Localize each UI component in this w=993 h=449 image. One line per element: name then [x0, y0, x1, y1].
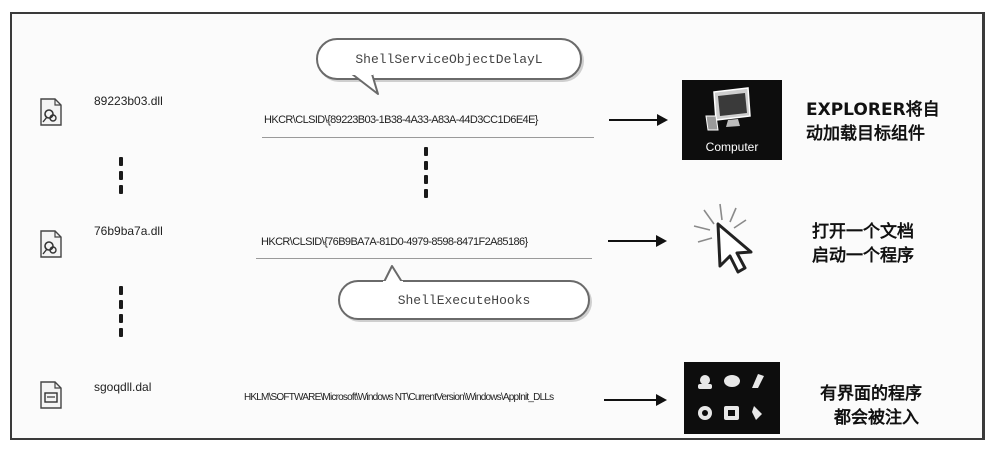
caption-row3-line2: 都会被注入	[834, 408, 919, 428]
registry-key-1: HKCR\CLSID\{89223B03-1B38-4A33-A83A-44D3…	[264, 114, 538, 126]
registry-underline-2	[256, 258, 592, 259]
dashed-link-2	[119, 286, 124, 342]
caption-row1-line1: EXPLORER将自	[806, 100, 940, 120]
arrow-1	[609, 114, 668, 126]
mouse-click-icon	[693, 203, 753, 274]
file-name-1: 89223b03.dll	[94, 94, 163, 108]
caption-row2-line1: 打开一个文档	[812, 222, 914, 242]
caption-row1-line2: 动加载目标组件	[806, 124, 925, 144]
application-icons	[698, 374, 764, 420]
dal-file-icon	[40, 381, 62, 409]
dll-file-icon	[40, 98, 62, 126]
computer-monitor-icon	[705, 87, 751, 131]
dll-file-icon	[40, 230, 62, 258]
bubble-tail	[351, 72, 379, 95]
bubble-shell-execute-hooks: ShellExecuteHooks	[338, 280, 590, 320]
registry-underline-1	[262, 137, 594, 138]
caption-row2-line2: 启动一个程序	[812, 246, 914, 266]
application-icons-tile	[684, 362, 780, 434]
registry-key-3: HKLM\SOFTWARE\Microsoft\Windows NT\Curre…	[244, 392, 554, 403]
file-name-3: sgoqdll.dal	[94, 380, 152, 394]
computer-label: Computer	[705, 140, 759, 154]
arrow-2	[608, 235, 667, 247]
diagram-frame	[10, 12, 985, 440]
computer-tile: Computer	[682, 80, 782, 160]
registry-key-2: HKCR\CLSID\{76B9BA7A-81D0-4979-8598-8471…	[261, 236, 528, 248]
file-name-2: 76b9ba7a.dll	[94, 224, 163, 238]
caption-row3-line1: 有界面的程序	[820, 384, 922, 404]
dashed-link-1	[119, 157, 124, 199]
bubble-tail	[383, 265, 403, 284]
arrow-3	[604, 394, 667, 406]
dashed-link-center	[424, 147, 429, 203]
